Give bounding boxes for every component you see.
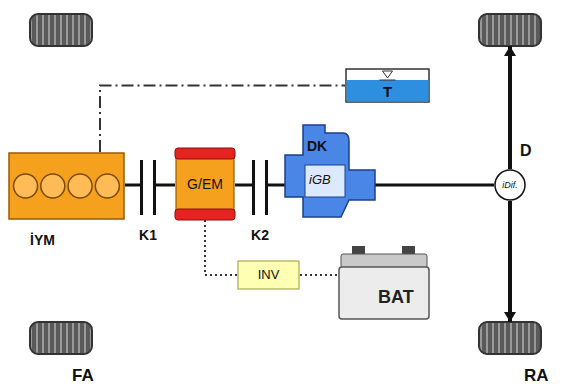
node-label: iGB <box>309 173 331 188</box>
drive-shaft <box>375 184 494 187</box>
engine-block: İYM <box>8 152 125 220</box>
clutch-symbol: K2 <box>252 160 268 215</box>
generator-motor: G/EM <box>175 148 235 220</box>
clutch-symbol: K1 <box>140 160 156 215</box>
engine-block-outline <box>8 152 125 220</box>
gearbox: DK iGB <box>285 125 375 217</box>
battery-outline <box>338 245 430 320</box>
part-label: D <box>520 142 532 160</box>
node-label: G/EM <box>187 176 223 192</box>
node-label: INV <box>258 268 280 283</box>
node-label: K1 <box>139 227 157 243</box>
drive-shaft <box>235 184 252 187</box>
drive-shaft <box>268 184 285 187</box>
node-label: iDif. <box>502 180 518 190</box>
clutch-symbol-outline <box>140 160 156 215</box>
wheel <box>30 14 541 354</box>
axle-label: RA <box>524 366 549 386</box>
drive-shaft <box>125 184 140 187</box>
gearbox-outline <box>285 125 375 217</box>
electric-line <box>205 220 237 275</box>
drive-shaft <box>156 184 175 187</box>
inverter-box: INV <box>237 260 300 290</box>
axle-label: FA <box>72 366 94 386</box>
clutch-symbol-outline <box>252 160 268 215</box>
differential: iDif. <box>494 169 526 201</box>
node-label: T <box>383 83 392 100</box>
node-label: DK <box>307 138 327 154</box>
battery: BAT <box>338 245 430 320</box>
node-label: K2 <box>251 227 269 243</box>
electric-line <box>300 274 338 276</box>
fuel-tank: T <box>345 68 430 103</box>
node-label: İYM <box>30 232 55 248</box>
node-label: BAT <box>378 287 414 308</box>
